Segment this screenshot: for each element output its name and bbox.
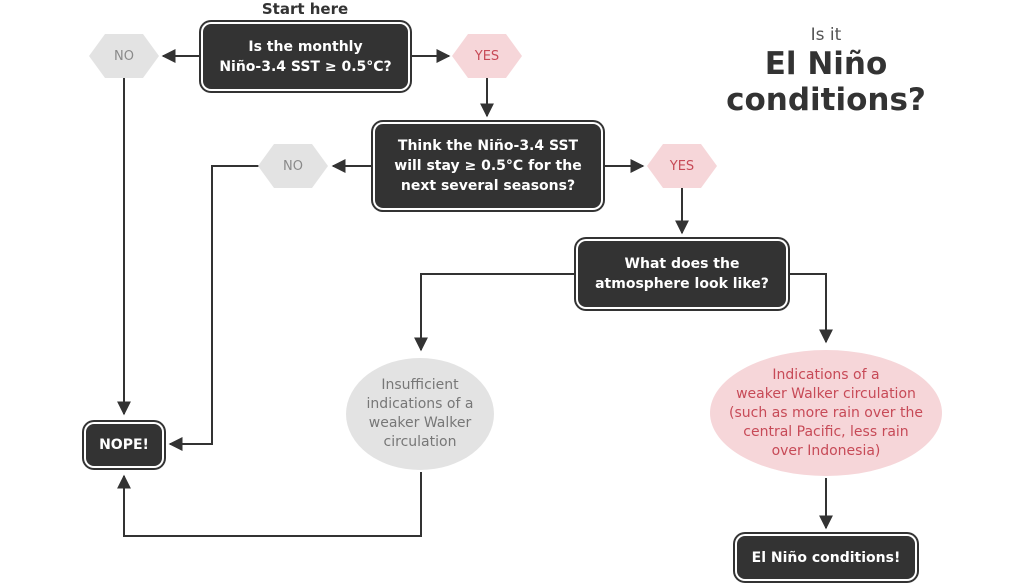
insufficient-walker-indications: Insufficient indications of a weaker Wal… bbox=[346, 358, 494, 470]
question-sst-outlook: Think the Niño-3.4 SST will stay ≥ 0.5°C… bbox=[375, 124, 601, 208]
decision-no-2-label: NO bbox=[283, 158, 303, 174]
decision-no-1: NO bbox=[89, 34, 159, 78]
decision-yes-2: YES bbox=[647, 144, 717, 188]
title-block: Is it El Niño conditions? bbox=[716, 24, 936, 118]
question-atmosphere: What does the atmosphere look like? bbox=[578, 241, 786, 307]
arrow-insufficient-to-nope bbox=[117, 472, 422, 537]
start-here-label: Start here bbox=[261, 0, 349, 18]
title-line-2: conditions? bbox=[726, 82, 926, 118]
arrow-no2-to-nope bbox=[168, 165, 259, 451]
title-pre: Is it bbox=[810, 25, 842, 45]
decision-yes-2-label: YES bbox=[669, 158, 695, 174]
arrow-q3-to-indications bbox=[788, 273, 833, 344]
title-line-1: El Niño bbox=[764, 46, 888, 82]
decision-yes-1-label: YES bbox=[474, 48, 500, 64]
decision-yes-1: YES bbox=[452, 34, 522, 78]
arrow-q3-to-insufficient bbox=[414, 273, 576, 352]
el-nino-conditions-result: El Niño conditions! bbox=[737, 536, 915, 579]
weaker-walker-indications: Indications of a weaker Walker circulati… bbox=[710, 350, 942, 476]
question-monthly-sst: Is the monthly Niño-3.4 SST ≥ 0.5°C? bbox=[203, 24, 408, 89]
nope-result: NOPE! bbox=[86, 424, 162, 466]
decision-no-2: NO bbox=[258, 144, 328, 188]
decision-no-1-label: NO bbox=[114, 48, 134, 64]
